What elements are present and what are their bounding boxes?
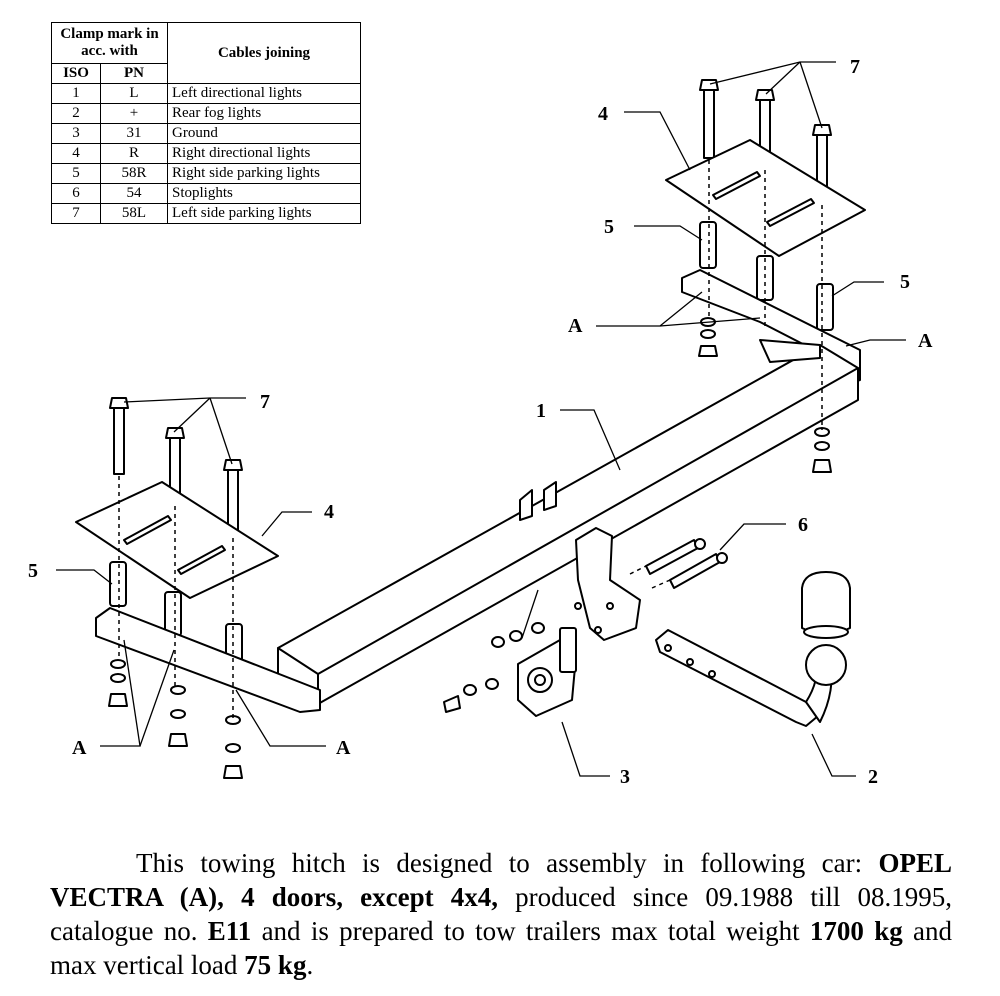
left-bolts	[109, 397, 243, 537]
left-mount-plate	[75, 481, 279, 599]
tow-bracket	[575, 527, 641, 641]
iso-cell: 6	[51, 183, 101, 204]
label-7-right: 7	[850, 56, 860, 78]
cable-cell: Rear fog lights	[167, 103, 361, 124]
table-row: 3 31 Ground	[51, 123, 361, 144]
label-1: 1	[536, 400, 546, 422]
left-nuts-3	[223, 715, 243, 779]
desc-weight: 1700 kg	[809, 916, 903, 946]
desc-load-intro: and max vertical load	[50, 916, 952, 980]
header-iso: ISO	[51, 63, 101, 84]
cable-cell: Right directional lights	[167, 143, 361, 164]
iso-cell: 4	[51, 143, 101, 164]
iso-cell: 2	[51, 103, 101, 124]
socket-screws	[443, 622, 545, 713]
left-nuts-1	[108, 659, 128, 707]
table-row: 1 L Left directional lights	[51, 83, 361, 104]
right-spacer-3	[816, 283, 834, 331]
label-a-left-left: A	[72, 737, 87, 759]
desc-load: 75 kg	[244, 950, 307, 980]
right-spacer-1	[699, 221, 717, 269]
header-pn: PN	[100, 63, 168, 84]
label-a-right-left: A	[568, 315, 583, 337]
wiring-table: Clamp mark in acc. with Cables joining I…	[51, 22, 361, 224]
vehicle-description: This towing hitch is designed to assembl…	[50, 846, 952, 982]
left-nuts-2	[168, 685, 188, 747]
table-row: 6 54 Stoplights	[51, 183, 361, 204]
cable-cell: Right side parking lights	[167, 163, 361, 184]
ball-cap	[801, 571, 851, 635]
desc-intro: This towing hitch is designed to assembl…	[136, 848, 863, 878]
pn-cell: L	[100, 83, 168, 104]
desc-capacity: and is prepared to tow trailers max tota…	[261, 916, 800, 946]
table-row: 5 58R Right side parking lights	[51, 163, 361, 184]
pn-cell: 31	[100, 123, 168, 144]
label-6: 6	[798, 514, 808, 536]
label-4-right: 4	[598, 103, 608, 125]
pn-cell: +	[100, 103, 168, 124]
label-3: 3	[620, 766, 630, 788]
iso-cell: 5	[51, 163, 101, 184]
cable-cell: Left directional lights	[167, 83, 361, 104]
label-5-left: 5	[28, 560, 38, 582]
towbar-exploded-diagram: 7 4 5 5 A A 1 7 4 5 6 A A 3 2	[28, 56, 933, 788]
label-a-left-right: A	[336, 737, 351, 759]
tow-ball	[805, 644, 847, 686]
right-nuts-left	[698, 317, 718, 357]
desc-car-model: OPEL VECTRA (A), 4 doors, except 4x4,	[50, 848, 952, 912]
header-cables-joining: Cables joining	[167, 22, 361, 84]
label-5-right-upper: 5	[604, 216, 614, 238]
table-row: 2 + Rear fog lights	[51, 103, 361, 124]
pn-cell: 58R	[100, 163, 168, 184]
pn-cell: R	[100, 143, 168, 164]
label-4-left: 4	[324, 501, 334, 523]
desc-catalogue: E11	[207, 916, 252, 946]
pn-cell: 58L	[100, 203, 168, 224]
cable-cell: Ground	[167, 123, 361, 144]
label-5-right-lower: 5	[900, 271, 910, 293]
header-clamp-mark: Clamp mark in acc. with	[51, 22, 168, 64]
left-spacer-1	[109, 561, 127, 607]
iso-cell: 3	[51, 123, 101, 144]
iso-cell: 7	[51, 203, 101, 224]
left-bracket	[95, 607, 321, 713]
desc-production: produced since 09.1988 till 08.1995, cat…	[50, 882, 952, 946]
label-a-right-right: A	[918, 330, 933, 352]
desc-end: .	[306, 950, 314, 980]
ball-shank	[655, 629, 819, 727]
cable-cell: Left side parking lights	[167, 203, 361, 224]
pin-bolts	[645, 538, 728, 589]
pn-cell: 54	[100, 183, 168, 204]
right-nuts-right	[812, 427, 832, 473]
label-2: 2	[868, 766, 878, 788]
table-row: 7 58L Left side parking lights	[51, 203, 361, 224]
cable-cell: Stoplights	[167, 183, 361, 204]
label-7-left: 7	[260, 391, 270, 413]
table-row: 4 R Right directional lights	[51, 143, 361, 164]
iso-cell: 1	[51, 83, 101, 104]
